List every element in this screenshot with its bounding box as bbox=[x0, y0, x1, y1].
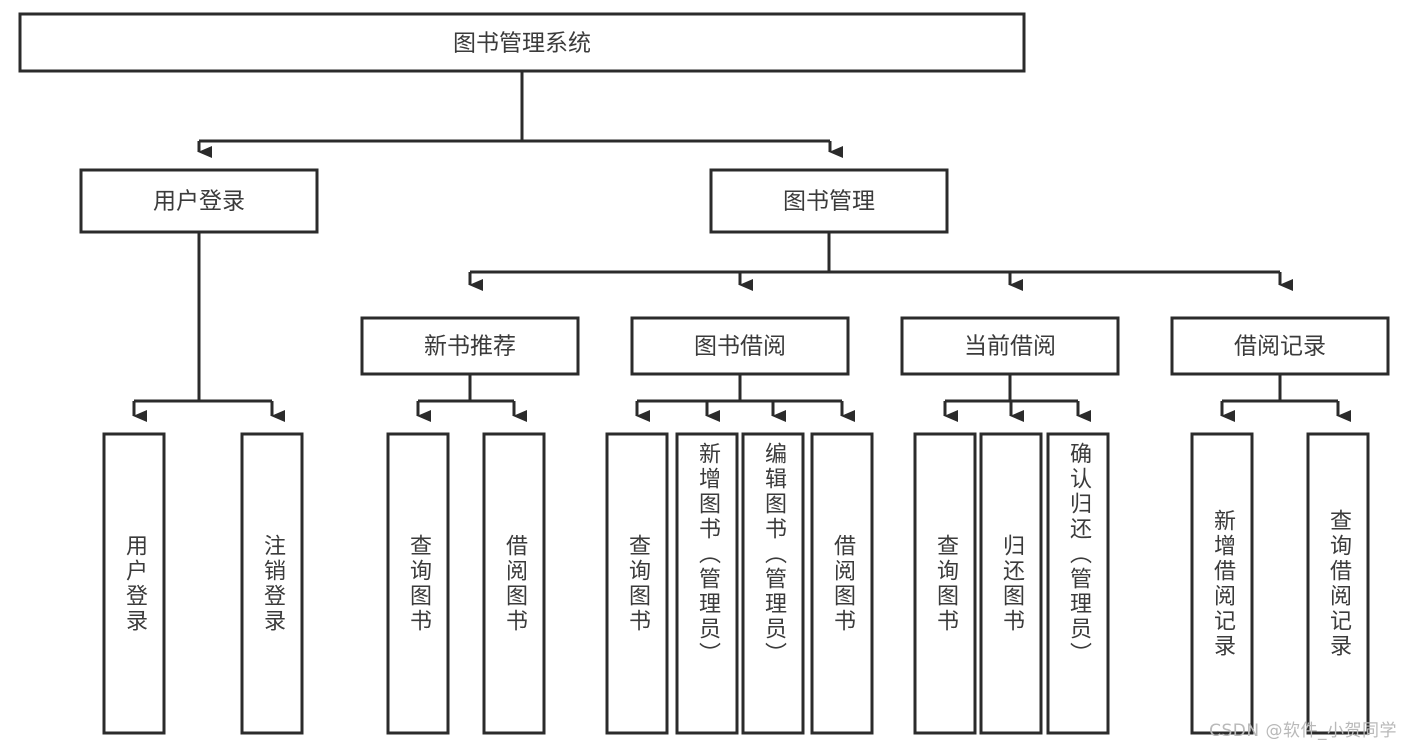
node-box-book-borrow[interactable] bbox=[630, 316, 850, 376]
node-box-confirm-return[interactable] bbox=[1046, 432, 1110, 735]
node-box-borrow-book-1[interactable] bbox=[482, 432, 546, 735]
node-label-book-management: 图书管理 bbox=[783, 189, 875, 215]
node-label-book-borrow: 图书借阅 bbox=[694, 334, 786, 360]
node-box-query-book-1[interactable] bbox=[386, 432, 450, 735]
node-label-root: 图书管理系统 bbox=[453, 31, 591, 57]
node-label-borrow-record: 借阅记录 bbox=[1234, 334, 1326, 360]
node-box-query-book-2[interactable] bbox=[605, 432, 669, 735]
connector-layer bbox=[132, 71, 1351, 422]
node-box-borrow-book-2[interactable] bbox=[810, 432, 874, 735]
node-box-query-borrow-record[interactable] bbox=[1306, 432, 1370, 735]
node-layer: 图书管理系统 用户登录 图书管理 新书推荐 图书借阅 当前借阅 借阅记录 bbox=[18, 12, 1390, 735]
node-label-new-book-recommend: 新书推荐 bbox=[424, 334, 516, 360]
node-box-book-management[interactable] bbox=[709, 168, 949, 234]
node-box-new-book-recommend[interactable] bbox=[360, 316, 580, 376]
node-box-root[interactable] bbox=[18, 12, 1026, 73]
node-box-add-borrow-record[interactable] bbox=[1190, 432, 1254, 735]
node-box-return-book[interactable] bbox=[979, 432, 1043, 735]
node-box-borrow-record[interactable] bbox=[1170, 316, 1390, 376]
node-label-user-login: 用户登录 bbox=[153, 189, 245, 215]
node-box-query-book-3[interactable] bbox=[913, 432, 977, 735]
node-box-current-borrow[interactable] bbox=[900, 316, 1120, 376]
node-box-add-book[interactable] bbox=[675, 432, 739, 735]
node-label-current-borrow: 当前借阅 bbox=[964, 334, 1056, 360]
node-box-user-logout[interactable] bbox=[240, 432, 304, 735]
node-box-user-login-do[interactable] bbox=[102, 432, 166, 735]
node-box-edit-book[interactable] bbox=[741, 432, 805, 735]
node-box-user-login[interactable] bbox=[79, 168, 319, 234]
csdn-watermark: CSDN @软件_小贺同学 bbox=[1209, 721, 1397, 741]
